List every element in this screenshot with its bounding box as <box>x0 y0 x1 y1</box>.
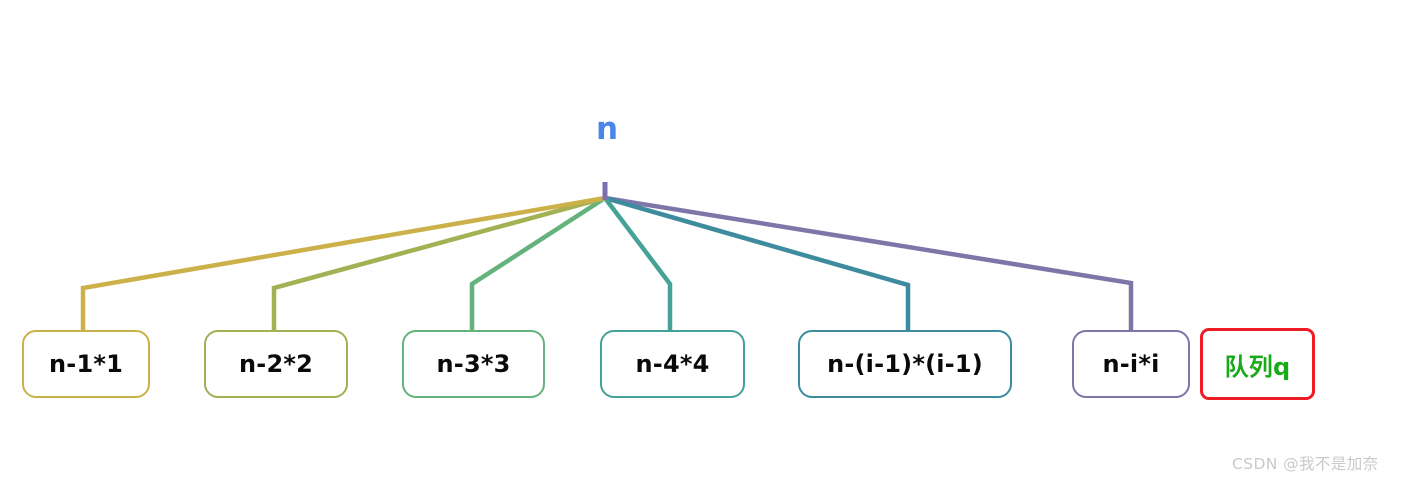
tree-node-2: n-2*2 <box>204 330 348 398</box>
edge-root-to-node-2 <box>271 195 606 330</box>
csdn-watermark: CSDN @我不是加奈 <box>1232 455 1379 473</box>
tree-node-5-label: n-(i-1)*(i-1) <box>827 350 983 378</box>
tree-node-2-label: n-2*2 <box>239 350 313 378</box>
root-node-label: n <box>596 111 619 147</box>
edge-root-to-node-6 <box>604 195 1134 330</box>
tree-node-4: n-4*4 <box>600 330 745 398</box>
tree-node-4-label: n-4*4 <box>635 350 710 378</box>
edge-root-to-node-4 <box>603 196 673 330</box>
edge-root-to-node-1 <box>80 195 606 330</box>
tree-node-3-label: n-3*3 <box>436 350 511 378</box>
tree-node-6: n-i*i <box>1072 330 1190 398</box>
tree-node-6-label: n-i*i <box>1102 350 1160 378</box>
edge-root-to-node-3 <box>469 196 607 330</box>
tree-node-5: n-(i-1)*(i-1) <box>798 330 1012 398</box>
tree-node-3: n-3*3 <box>402 330 545 398</box>
tree-node-1: n-1*1 <box>22 330 150 398</box>
tree-node-1-label: n-1*1 <box>49 350 123 378</box>
edge-root-to-node-5 <box>604 195 911 330</box>
queue-node: 队列q <box>1200 328 1315 400</box>
queue-node-label: 队列q <box>1224 352 1291 381</box>
